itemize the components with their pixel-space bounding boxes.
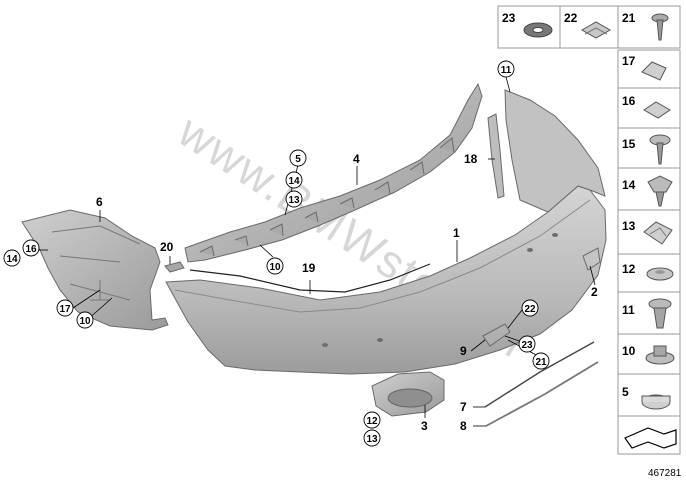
callout-4: 4	[353, 152, 360, 166]
callout-23: 23	[521, 340, 533, 351]
callout-6: 6	[96, 195, 103, 209]
callout-18: 18	[464, 152, 478, 166]
side-bracket-part[interactable]	[21, 209, 169, 331]
spring-clip-icon	[643, 101, 671, 119]
bumper-crease-line	[174, 199, 591, 313]
side-bracket-detail	[51, 225, 141, 301]
small-bracket-part[interactable]	[482, 323, 511, 347]
sidebar-label-23: 23	[502, 11, 516, 25]
parts-sidebar: 23 22 21 17 16 15 14 13 12 11 10 5	[497, 5, 681, 455]
callout-7: 7	[460, 400, 467, 414]
sidebar-label-17: 17	[622, 54, 636, 68]
sidebar-label-15: 15	[622, 137, 636, 151]
sidebar-label-14: 14	[622, 178, 636, 192]
cap-icon	[641, 394, 671, 410]
sidebar-cell-21[interactable]	[617, 5, 681, 49]
sidebar-label-22: 22	[564, 11, 578, 25]
edge-strip-part[interactable]	[189, 263, 431, 293]
sidebar-label-5: 5	[622, 385, 629, 399]
bumper-wing-part[interactable]	[504, 89, 606, 213]
sidebar-cell-11[interactable]	[617, 291, 681, 335]
speed-nut-icon	[643, 221, 673, 245]
plug-icon	[646, 267, 674, 281]
callout-8: 8	[460, 419, 467, 433]
reflector-part[interactable]	[582, 247, 601, 271]
callout-13-upper: 13	[288, 195, 300, 206]
circled-callouts	[3, 60, 550, 447]
rod-8-part[interactable]	[485, 361, 599, 427]
sidebar-cell-14[interactable]	[617, 167, 681, 211]
callout-12: 12	[366, 416, 378, 427]
direction-arrow-icon	[624, 427, 677, 449]
callout-2: 2	[591, 285, 598, 299]
screw-icon	[651, 13, 669, 41]
clip-20-part[interactable]	[164, 261, 185, 273]
clip-nut-icon	[641, 61, 667, 81]
expanding-rivet-icon	[647, 175, 673, 207]
sidebar-cell-15[interactable]	[617, 127, 681, 169]
bumper-cover-part[interactable]	[165, 185, 607, 375]
callout-19: 19	[302, 261, 316, 275]
callout-21: 21	[535, 357, 547, 368]
spring-nut-icon	[580, 21, 612, 39]
callout-14-left: 14	[6, 254, 18, 265]
callout-13-lower: 13	[366, 434, 378, 445]
washer-icon	[523, 22, 553, 38]
push-clip-icon	[648, 298, 672, 329]
bumper-sensor-holes	[322, 233, 558, 347]
upper-carrier-ribs	[199, 137, 455, 257]
sidebar-label-13: 13	[622, 219, 636, 233]
callout-10-left: 10	[79, 316, 91, 327]
body-screw-icon	[649, 134, 671, 165]
sidebar-label-11: 11	[622, 303, 635, 317]
grommet-icon	[645, 345, 675, 365]
callout-22: 22	[524, 304, 536, 315]
tailpipe-opening	[387, 388, 433, 408]
sidebar-cell-5[interactable]	[617, 373, 681, 417]
callout-11: 11	[501, 65, 512, 76]
callout-5: 5	[295, 154, 301, 165]
callout-1: 1	[453, 226, 460, 240]
rod-7-part[interactable]	[484, 341, 595, 408]
sidebar-label-21: 21	[622, 11, 636, 25]
callout-10-upper: 10	[269, 262, 281, 273]
callout-3: 3	[421, 419, 428, 433]
callout-9: 9	[460, 344, 467, 358]
callout-16: 16	[25, 244, 37, 255]
sidebar-label-10: 10	[622, 344, 636, 358]
callout-14-upper: 14	[288, 176, 300, 187]
trim-strip-part[interactable]	[487, 113, 505, 199]
diagram-id: 467281	[648, 468, 682, 479]
sidebar-label-12: 12	[622, 262, 636, 276]
callout-20: 20	[160, 240, 174, 254]
sidebar-label-16: 16	[622, 94, 636, 108]
callout-17: 17	[59, 304, 71, 315]
